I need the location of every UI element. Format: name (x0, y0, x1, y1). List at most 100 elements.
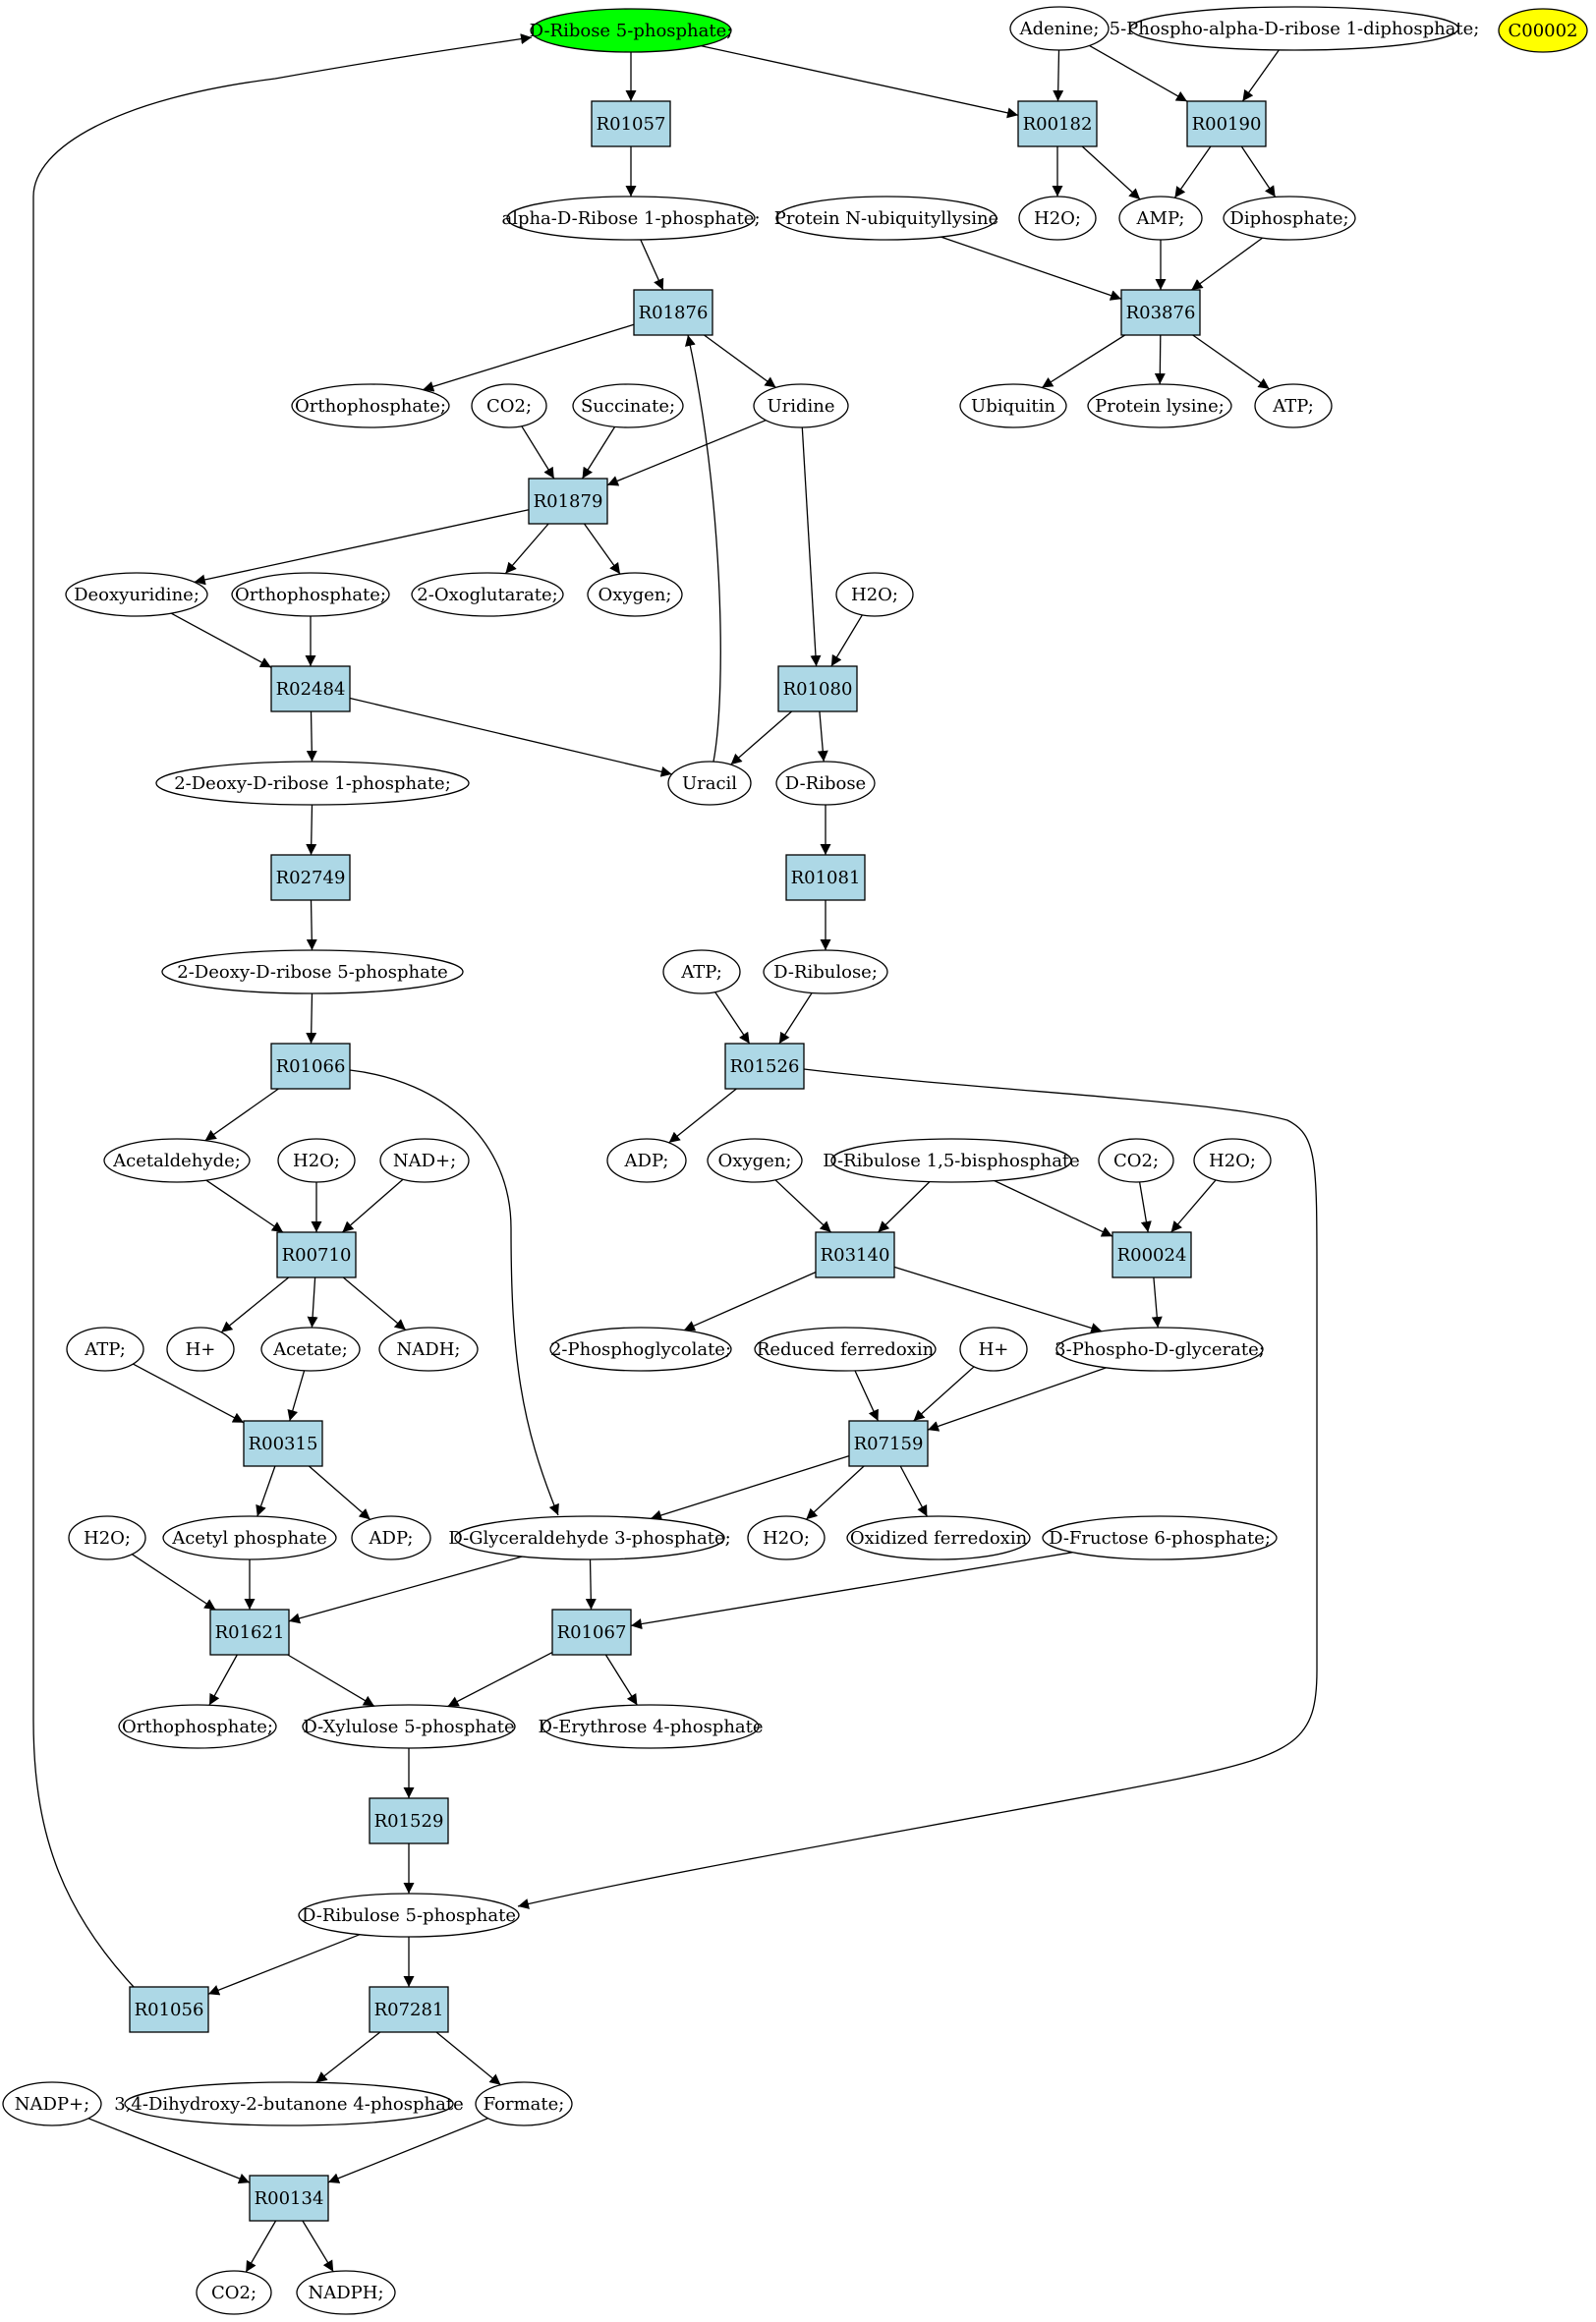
compound-ellipse (1055, 1327, 1264, 1372)
reaction-node[interactable]: R01621 (209, 1609, 290, 1656)
compound-node[interactable]: H+ (959, 1327, 1028, 1372)
compound-node[interactable]: Uridine (753, 383, 849, 428)
compound-ellipse (753, 383, 849, 428)
compound-node[interactable]: CO2; (471, 383, 547, 428)
reaction-label: R00024 (1117, 1245, 1187, 1266)
compound-node[interactable]: D-Fructose 6-phosphate; (1042, 1515, 1278, 1560)
compound-node[interactable]: ATP; (66, 1327, 144, 1372)
reaction-node[interactable]: R03140 (815, 1231, 895, 1278)
edge-c_uridine-to-r_R01080 (801, 426, 822, 667)
compound-node[interactable]: H+ (166, 1327, 235, 1372)
reaction-node[interactable]: R00190 (1186, 100, 1267, 147)
reaction-node[interactable]: R03876 (1120, 289, 1201, 336)
compound-node[interactable]: Acetate; (260, 1327, 361, 1372)
compound-node[interactable]: Oxygen; (707, 1138, 803, 1183)
reaction-node[interactable]: R07281 (369, 1986, 449, 2033)
compound-label: D-Ribose 5-phosphate; (530, 21, 733, 41)
compound-node[interactable]: D-Ribulose; (763, 949, 888, 994)
compound-node[interactable]: D-Ribose 5-phosphate; (530, 8, 733, 53)
compound-node[interactable]: ATP; (662, 949, 741, 994)
reaction-node[interactable]: R00315 (243, 1420, 323, 1467)
compound-node[interactable]: Protein lysine; (1087, 383, 1232, 428)
compound-node[interactable]: 2-Oxoglutarate; (411, 572, 564, 617)
compound-ellipse (1042, 1515, 1278, 1560)
compound-node[interactable]: Succinate; (572, 383, 684, 428)
reaction-node[interactable]: R01081 (785, 854, 866, 901)
compound-node[interactable]: D-Xylulose 5-phosphate (302, 1704, 516, 1749)
reaction-node[interactable]: R07159 (848, 1420, 929, 1467)
compound-node[interactable]: D-Ribose (775, 761, 876, 806)
compound-node[interactable]: C00002 (1498, 8, 1588, 53)
compound-node[interactable]: ATP; (1254, 383, 1333, 428)
reaction-node[interactable]: R01526 (724, 1043, 805, 1090)
compound-node[interactable]: NADPH; (296, 2270, 396, 2315)
compound-node[interactable]: D-Glyceraldehyde 3-phosphate; (448, 1515, 731, 1560)
reaction-node[interactable]: R02484 (270, 665, 351, 712)
reaction-node[interactable]: R00134 (249, 2175, 329, 2222)
edge-r_R00134-to-c_nadph (302, 2220, 334, 2273)
compound-node[interactable]: Orthophosphate; (291, 383, 450, 428)
reaction-node[interactable]: R01066 (270, 1043, 351, 1090)
compound-node[interactable]: Oxygen; (587, 572, 683, 617)
compound-node[interactable]: CO2; (196, 2270, 272, 2315)
compound-node[interactable]: NADH; (378, 1327, 479, 1372)
compound-node[interactable]: H2O; (1193, 1138, 1272, 1183)
compound-node[interactable]: ADP; (606, 1138, 687, 1183)
reaction-node[interactable]: R00024 (1112, 1231, 1192, 1278)
compound-node[interactable]: Ubiquitin (959, 383, 1067, 428)
edge-r_R01056-to-c_ribose5p (32, 33, 533, 1988)
compound-node[interactable]: Orthophosphate; (231, 572, 390, 617)
compound-node[interactable]: Oxidized ferredoxin (846, 1515, 1031, 1560)
reaction-node[interactable]: R02749 (270, 854, 351, 901)
compound-label: 3,4-Dihydroxy-2-butanone 4-phosphate (114, 2094, 464, 2115)
compound-node[interactable]: NAD+; (379, 1138, 470, 1183)
compound-ellipse (155, 761, 470, 806)
compound-node[interactable]: Acetaldehyde; (103, 1138, 251, 1183)
reaction-node[interactable]: R01056 (129, 1986, 209, 2033)
compound-node[interactable]: ADP; (351, 1515, 431, 1560)
compound-node[interactable]: Uracil (667, 761, 752, 806)
reaction-node[interactable]: R01876 (633, 289, 713, 336)
compound-label: Oxygen; (598, 585, 672, 605)
compound-node[interactable]: Formate; (475, 2081, 573, 2126)
compound-node[interactable]: H2O; (68, 1515, 146, 1560)
compound-ellipse (1193, 1138, 1272, 1183)
compound-node[interactable]: 2-Deoxy-D-ribose 5-phosphate (161, 949, 464, 994)
compound-node[interactable]: CO2; (1098, 1138, 1174, 1183)
compound-node[interactable]: 2-Deoxy-D-ribose 1-phosphate; (155, 761, 470, 806)
compound-node[interactable]: NADP+; (2, 2081, 102, 2126)
compound-node[interactable]: 2-Phosphoglycolate; (549, 1327, 732, 1372)
compound-node[interactable]: H2O; (747, 1515, 826, 1560)
compound-node[interactable]: D-Erythrose 4-phosphate (538, 1704, 764, 1749)
reaction-node[interactable]: R01067 (551, 1609, 632, 1656)
reaction-box (270, 854, 351, 901)
compound-ellipse (959, 1327, 1028, 1372)
compound-ellipse (1223, 196, 1356, 241)
reaction-node[interactable]: R01879 (528, 478, 608, 525)
compound-node[interactable]: Acetyl phosphate (162, 1515, 337, 1560)
compound-node[interactable]: Diphosphate; (1223, 196, 1356, 241)
reaction-box (243, 1420, 323, 1467)
compound-node[interactable]: alpha-D-Ribose 1-phosphate; (501, 196, 761, 241)
compound-node[interactable]: 3-Phospho-D-glycerate; (1054, 1327, 1265, 1372)
compound-node[interactable]: 3,4-Dihydroxy-2-butanone 4-phosphate (114, 2081, 464, 2126)
compound-node[interactable]: D-Ribulose 5-phosphate (298, 1893, 520, 1938)
compound-node[interactable]: H2O; (1018, 196, 1097, 241)
reaction-node[interactable]: R00182 (1017, 100, 1098, 147)
reaction-node[interactable]: R01057 (591, 100, 671, 147)
compound-node[interactable]: Orthophosphate; (118, 1704, 277, 1749)
compound-node[interactable]: AMP; (1118, 196, 1203, 241)
compound-node[interactable]: D-Ribulose 1,5-bisphosphate (823, 1138, 1080, 1183)
compound-node[interactable]: Adenine; (1009, 6, 1110, 51)
reaction-node[interactable]: R01080 (777, 665, 858, 712)
compound-node[interactable]: H2O; (277, 1138, 356, 1183)
edge-c_aribose1p-to-r_R01876 (640, 239, 664, 291)
compound-node[interactable]: Reduced ferredoxin (754, 1327, 937, 1372)
reaction-box (1120, 289, 1201, 336)
compound-node[interactable]: 5-Phospho-alpha-D-ribose 1-diphosphate; (1110, 6, 1480, 51)
compound-node[interactable]: Protein N-ubiquityllysine (774, 196, 998, 241)
reaction-node[interactable]: R00710 (276, 1231, 357, 1278)
reaction-node[interactable]: R01529 (369, 1797, 449, 1844)
compound-node[interactable]: Deoxyuridine; (65, 572, 208, 617)
compound-node[interactable]: H2O; (835, 572, 914, 617)
